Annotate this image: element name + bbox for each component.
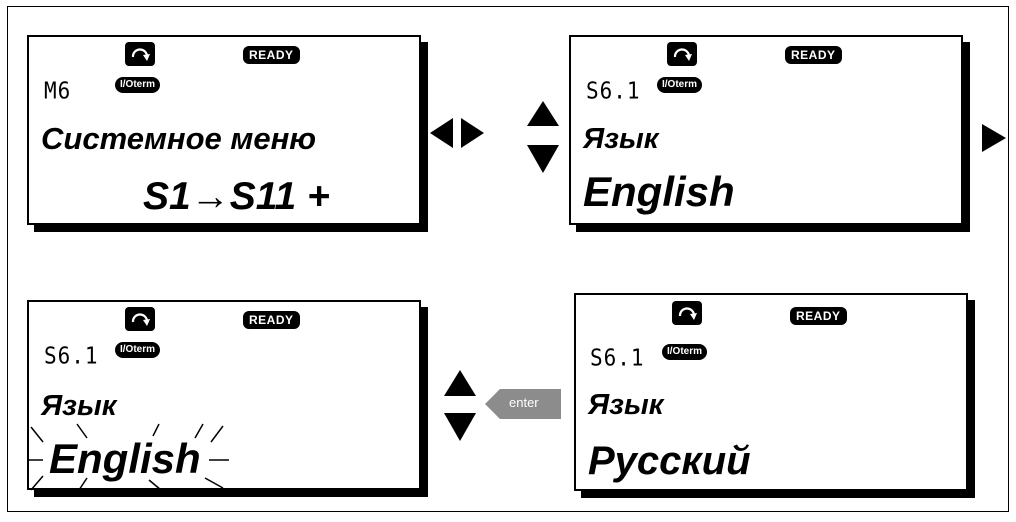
ready-badge: READY [790, 307, 847, 325]
io-term-badge: I/Oterm [657, 77, 703, 93]
panel-title: Язык [41, 390, 117, 422]
menu-code: M6 [44, 77, 72, 105]
lcd-panel-language-editing: READY S6.1 I/Oterm Язык English [27, 300, 421, 491]
arrow-up-icon [444, 370, 476, 396]
rotation-direction-icon [125, 42, 155, 66]
selected-value: English [583, 168, 735, 215]
arrow-down-icon [527, 145, 559, 173]
arrow-right-icon [982, 124, 1006, 152]
lcd-panel-system-menu: READY M6 I/Oterm Системное меню S1→S11 + [27, 35, 421, 225]
ready-badge: READY [243, 46, 300, 64]
menu-code: S6.1 [44, 342, 99, 370]
diagram-frame [7, 6, 1009, 512]
lcd-panel-language-english: READY S6.1 I/Oterm Язык English [569, 35, 963, 225]
lcd-panel-language-russian: READY S6.1 I/Oterm Язык Русский [574, 293, 968, 491]
blink-indicator-icon [29, 423, 229, 491]
io-term-badge: I/Oterm [662, 344, 708, 360]
arrow-up-icon [527, 101, 559, 126]
panel-title: Язык [588, 389, 664, 421]
rotation-direction-icon [672, 301, 702, 325]
panel-title: Системное меню [41, 121, 317, 156]
menu-range: S1→S11 + [143, 175, 330, 218]
arrow-left-icon [430, 118, 453, 148]
blinking-value: English [49, 435, 201, 482]
menu-code: S6.1 [590, 344, 645, 372]
panel-title: Язык [583, 123, 659, 155]
ready-badge: READY [243, 311, 300, 329]
ready-badge: READY [785, 46, 842, 64]
enter-button-label: enter [509, 395, 539, 410]
rotation-direction-icon [125, 307, 155, 331]
enter-button[interactable] [485, 389, 561, 419]
menu-code: S6.1 [586, 77, 641, 105]
io-term-badge: I/Oterm [115, 342, 161, 358]
arrow-right-icon [461, 118, 484, 148]
selected-value: Русский [588, 439, 751, 483]
arrow-down-icon [444, 413, 476, 441]
io-term-badge: I/Oterm [115, 77, 161, 93]
rotation-direction-icon [667, 42, 697, 66]
